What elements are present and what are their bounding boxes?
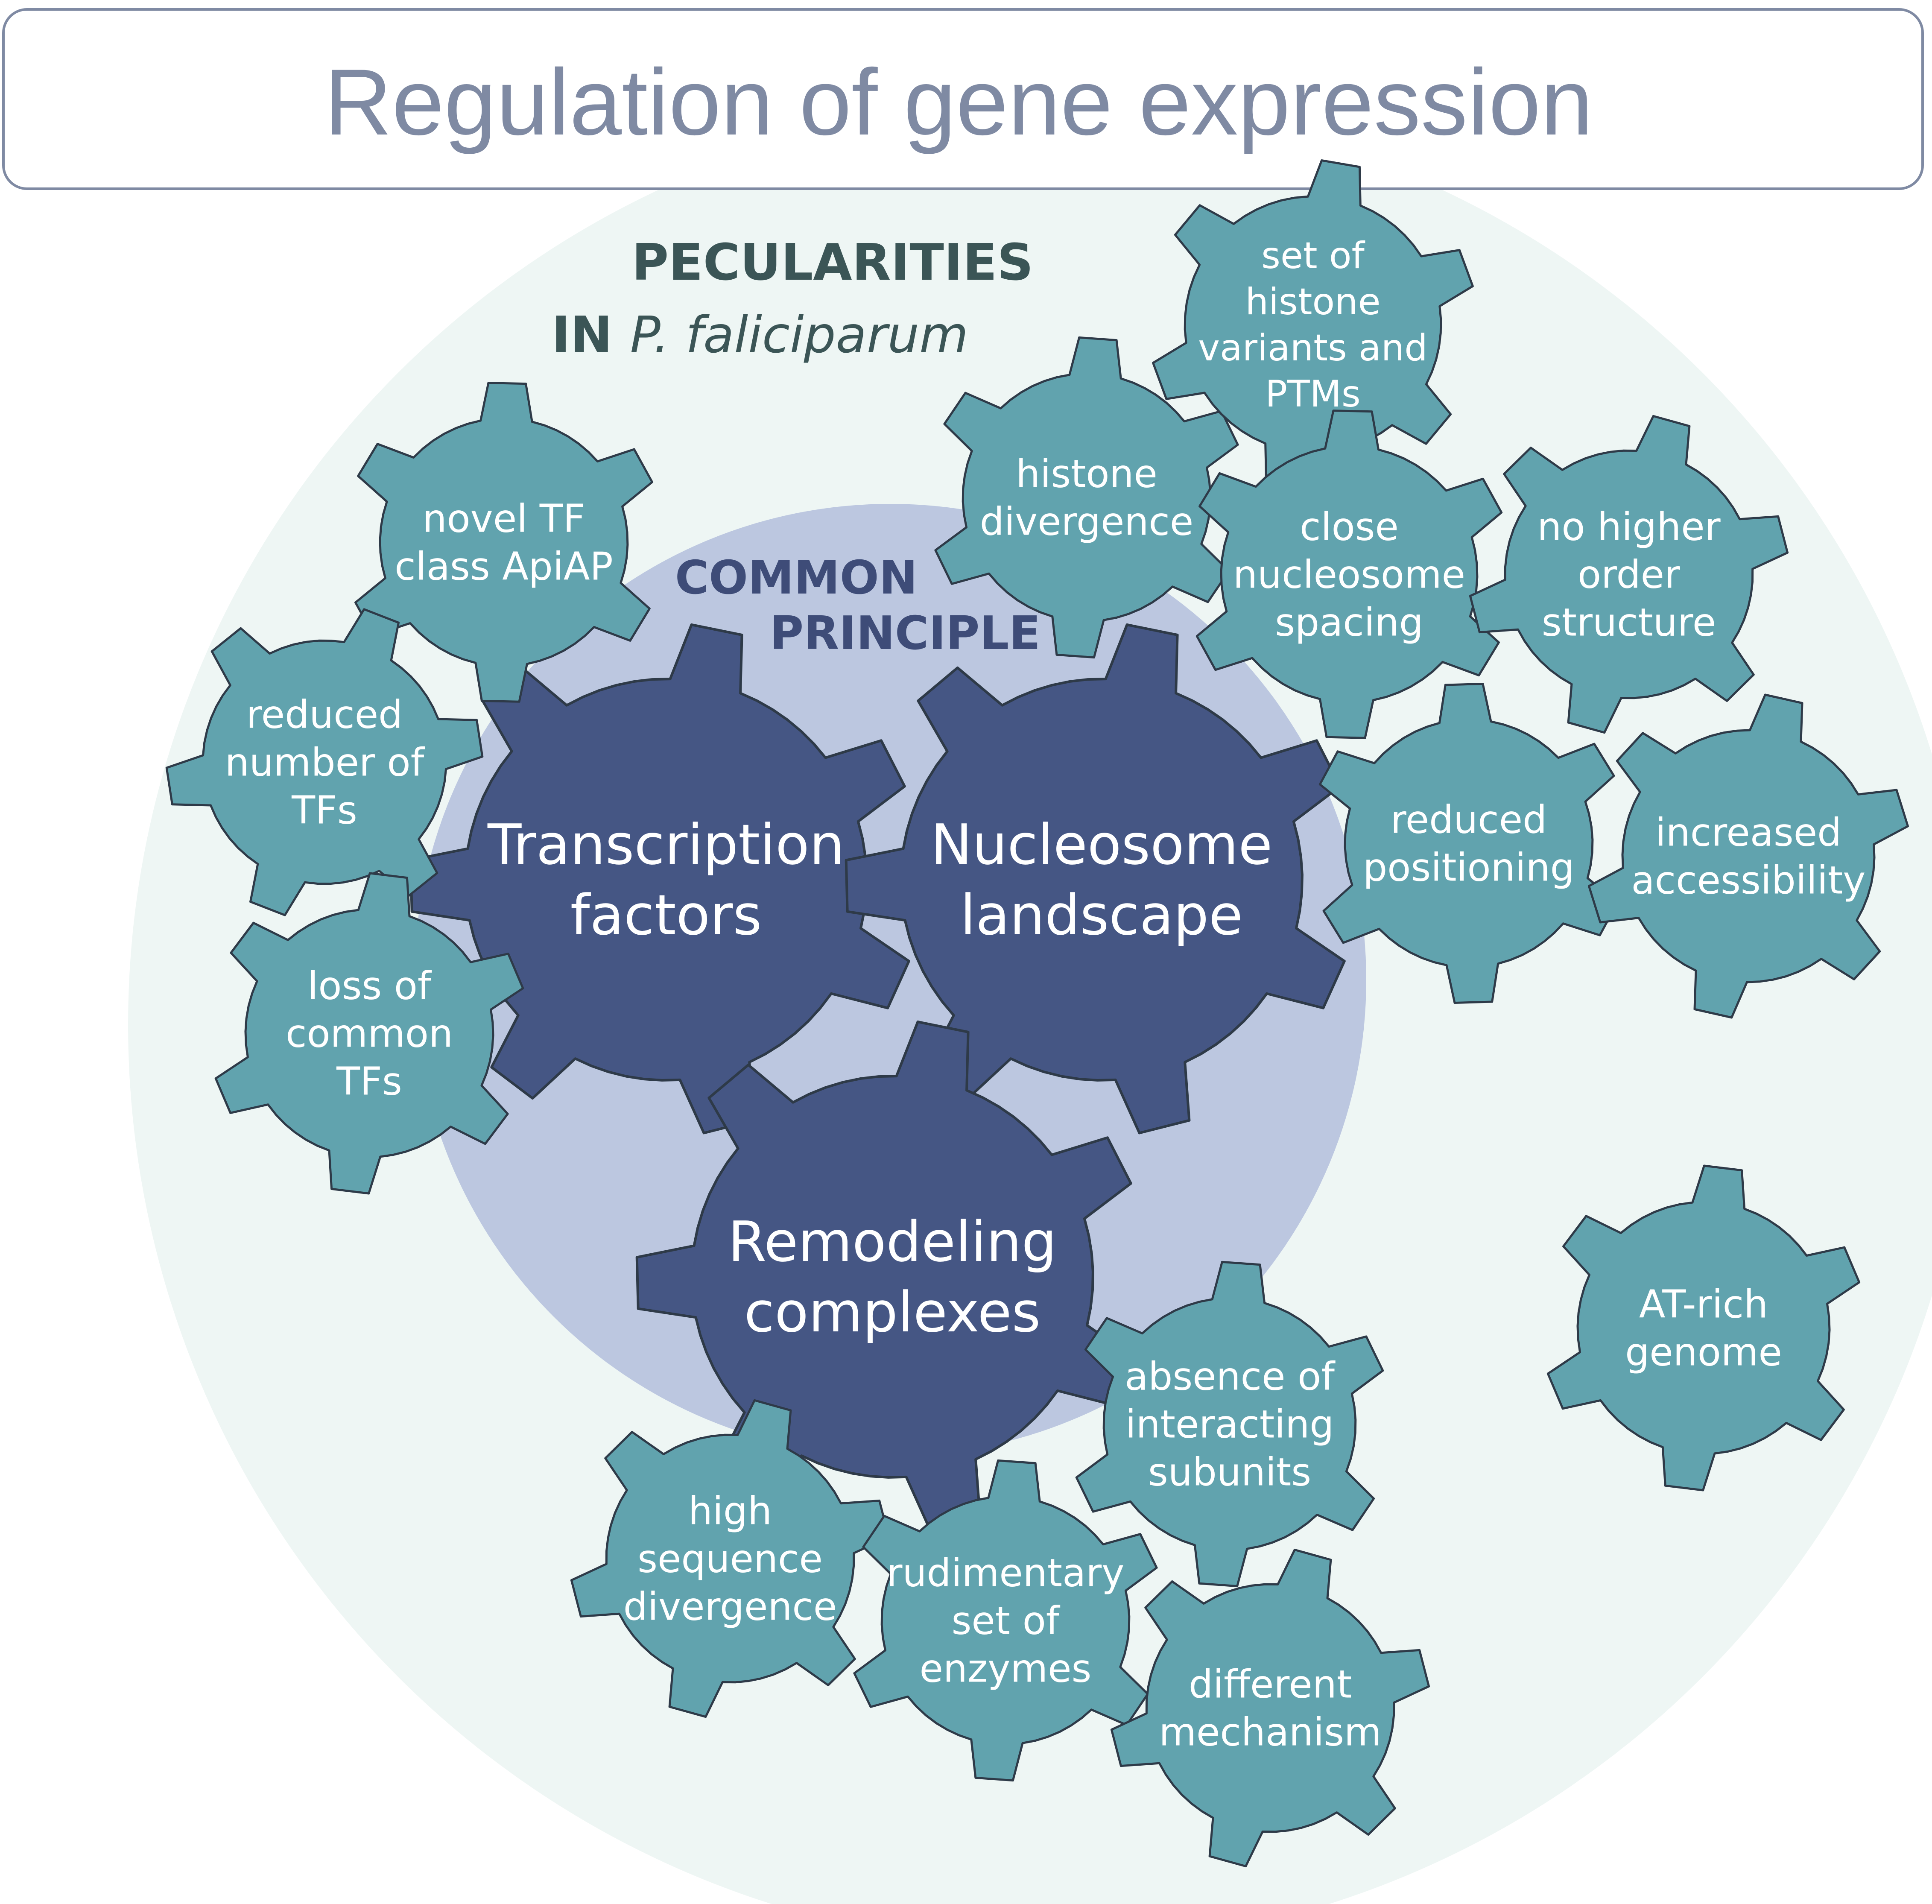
gear-reduced-tfs-label-line: reduced: [246, 693, 403, 737]
gear-rudimentary-enzymes-label-line: rudimentary: [887, 1551, 1125, 1596]
gear-increased-accessibility-label-line: increased: [1655, 810, 1841, 855]
gear-loss-tfs-label-line: loss of: [307, 964, 432, 1009]
gear-reduced-positioning-shape: [1318, 683, 1619, 1004]
gear-no-higher-order-label-line: structure: [1542, 600, 1716, 645]
gear-rudimentary-enzymes-shape: [853, 1459, 1158, 1782]
gear-histone-divergence-label-line: divergence: [980, 500, 1194, 544]
gear-histone-divergence-label-line: histone: [1016, 452, 1157, 497]
gear-at-rich-label-line: genome: [1625, 1330, 1782, 1375]
gear-novel-tf-label-line: class ApiAP: [395, 544, 613, 589]
gear-high-divergence-label-line: divergence: [623, 1585, 837, 1629]
gear-remodeling-label-line: Remodeling: [728, 1209, 1057, 1274]
peculiarities-heading: PECULARITIES: [632, 233, 1034, 292]
gears-layer: TranscriptionfactorsNucleosomelandscapeR…: [165, 159, 1909, 1868]
gear-increased-accessibility-label-line: accessibility: [1631, 858, 1866, 903]
peculiarities-subheading: IN P. faliciparum: [552, 305, 968, 364]
page-title: Regulation of gene expression: [324, 50, 1593, 155]
gear-rudimentary-enzymes-label-line: set of: [952, 1599, 1061, 1644]
gear-different-mechanism-label-line: different: [1189, 1662, 1352, 1707]
gear-no-higher-order-label-line: order: [1578, 553, 1680, 597]
gear-absence-subunits-shape: [1075, 1261, 1384, 1588]
gear-close-spacing-label-line: close: [1300, 505, 1399, 550]
species-name: P. faliciparum: [630, 305, 968, 364]
gear-remodeling-label-line: complexes: [744, 1280, 1041, 1345]
gear-different-mechanism-shape: [1110, 1548, 1430, 1868]
gear-loss-tfs-shape: [214, 872, 524, 1195]
gear-tf-shape: [409, 623, 910, 1135]
gear-absence-subunits-label-line: interacting: [1125, 1402, 1334, 1447]
gear-loss-tfs-label-line: common: [286, 1012, 453, 1056]
gear-reduced-tfs-shape: [165, 608, 484, 916]
gear-close-spacing-label-line: spacing: [1275, 600, 1423, 645]
gear-reduced-positioning-label-line: positioning: [1363, 845, 1575, 890]
gear-different-mechanism-label-line: mechanism: [1159, 1710, 1381, 1755]
gear-histone-variants-label-line: PTMs: [1265, 373, 1360, 415]
gear-histone-variants-label-line: variants and: [1198, 327, 1428, 369]
common-principle-heading-1: COMMON: [675, 551, 918, 605]
peculiarities-prefix: IN: [552, 305, 630, 364]
gear-high-divergence-label-line: sequence: [637, 1537, 823, 1582]
gear-increased-accessibility-shape: [1588, 693, 1909, 1019]
gear-histone-variants-label-line: histone: [1245, 281, 1381, 323]
gear-absence-subunits-label-line: subunits: [1148, 1450, 1311, 1495]
gear-histone-variants-label-line: set of: [1261, 234, 1365, 277]
gear-at-rich-label-line: AT-rich: [1639, 1282, 1768, 1327]
gear-tf-label-line: factors: [570, 883, 762, 948]
gear-tf-label-line: Transcription: [487, 812, 845, 877]
gear-loss-tfs-label-line: TFs: [336, 1059, 402, 1104]
gear-close-spacing-shape: [1195, 409, 1503, 739]
common-principle-heading-2: PRINCIPLE: [770, 607, 1041, 660]
gear-no-higher-order-label-line: no higher: [1537, 505, 1720, 550]
gear-histone-divergence-shape: [934, 336, 1239, 659]
gear-high-divergence-label-line: high: [688, 1489, 772, 1534]
title-box: [2, 8, 1924, 190]
gear-nucleosome-label-line: landscape: [960, 883, 1243, 948]
gear-at-rich-shape: [1546, 1164, 1861, 1492]
gear-reduced-tfs-label-line: TFs: [291, 788, 357, 833]
gear-novel-tf-shape: [354, 382, 653, 703]
gear-nucleosome-shape: [845, 623, 1346, 1135]
gear-close-spacing-label-line: nucleosome: [1233, 553, 1465, 597]
gear-novel-tf-label-line: novel TF: [422, 497, 585, 541]
gear-high-divergence-shape: [570, 1399, 890, 1718]
gear-reduced-positioning-label-line: reduced: [1391, 798, 1547, 842]
gear-absence-subunits-label-line: absence of: [1125, 1354, 1336, 1399]
gear-reduced-tfs-label-line: number of: [225, 740, 425, 785]
gear-rudimentary-enzymes-label-line: enzymes: [920, 1647, 1092, 1691]
gear-nucleosome-label-line: Nucleosome: [931, 812, 1273, 877]
gear-no-higher-order-shape: [1469, 415, 1789, 734]
